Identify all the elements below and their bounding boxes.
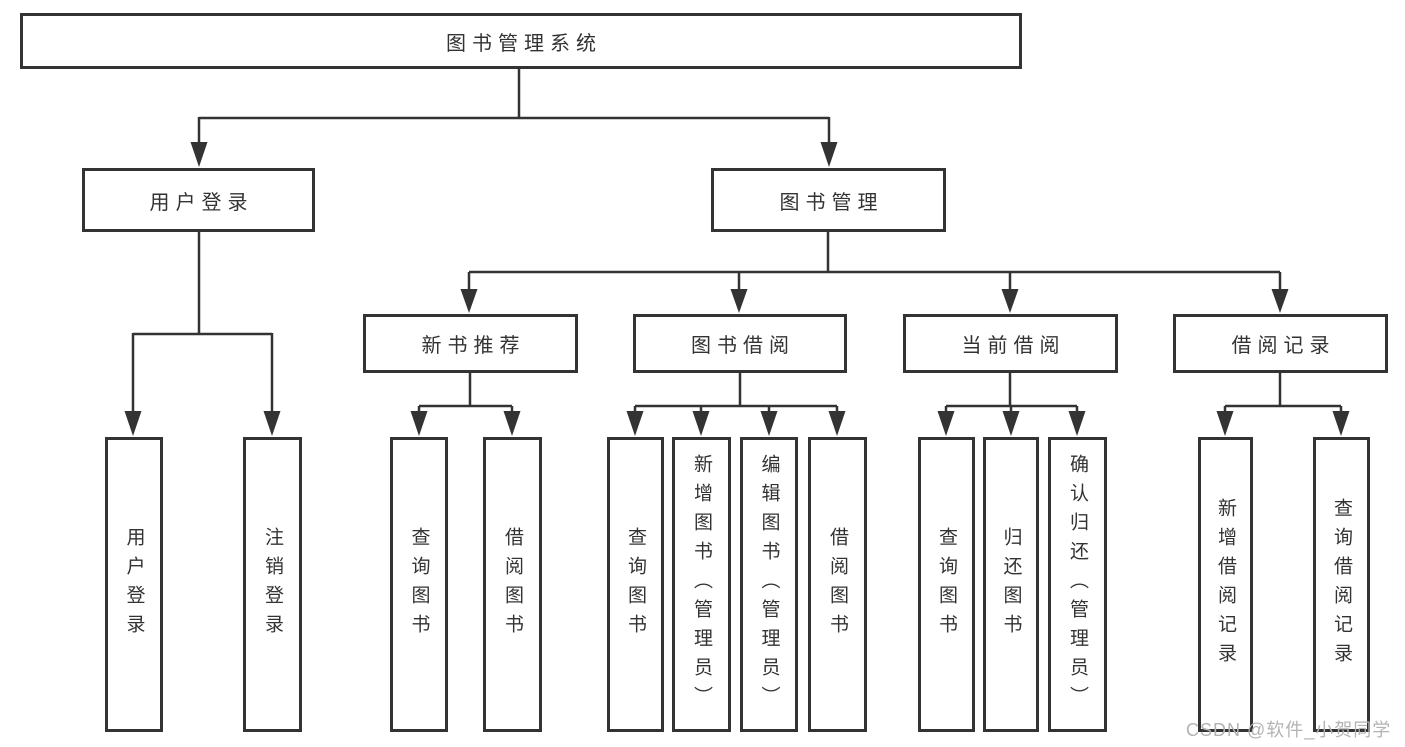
node-leaf-recommend-borrow-books: 借阅图书: [483, 437, 542, 732]
arrowhead-icons: [124, 142, 1350, 436]
node-leaf-add-borrow-record: 新增借阅记录: [1198, 437, 1253, 732]
node-book-borrow: 图书借阅: [633, 314, 847, 373]
node-leaf-recommend-query-books: 查询图书: [390, 437, 448, 732]
node-leaf-borrow-query-books: 查询图书: [607, 437, 664, 732]
node-leaf-logout: 注销登录: [243, 437, 302, 732]
node-leaf-user-login: 用户登录: [105, 437, 163, 732]
node-leaf-borrow-books: 借阅图书: [808, 437, 867, 732]
node-book-management: 图书管理: [711, 168, 946, 232]
node-current-borrow: 当前借阅: [903, 314, 1118, 373]
node-leaf-return-books: 归还图书: [983, 437, 1039, 732]
node-user-login: 用户登录: [82, 168, 315, 232]
node-new-book-recommend: 新书推荐: [363, 314, 578, 373]
node-leaf-add-books-admin: 新增图书（管理员）: [672, 437, 731, 732]
node-root-system: 图书管理系统: [20, 13, 1022, 69]
node-leaf-confirm-return-admin: 确认归还（管理员）: [1048, 437, 1107, 732]
node-leaf-query-borrow-record: 查询借阅记录: [1313, 437, 1370, 732]
node-borrow-records: 借阅记录: [1173, 314, 1388, 373]
node-leaf-edit-books-admin: 编辑图书（管理员）: [740, 437, 798, 732]
node-leaf-current-query-books: 查询图书: [918, 437, 975, 732]
